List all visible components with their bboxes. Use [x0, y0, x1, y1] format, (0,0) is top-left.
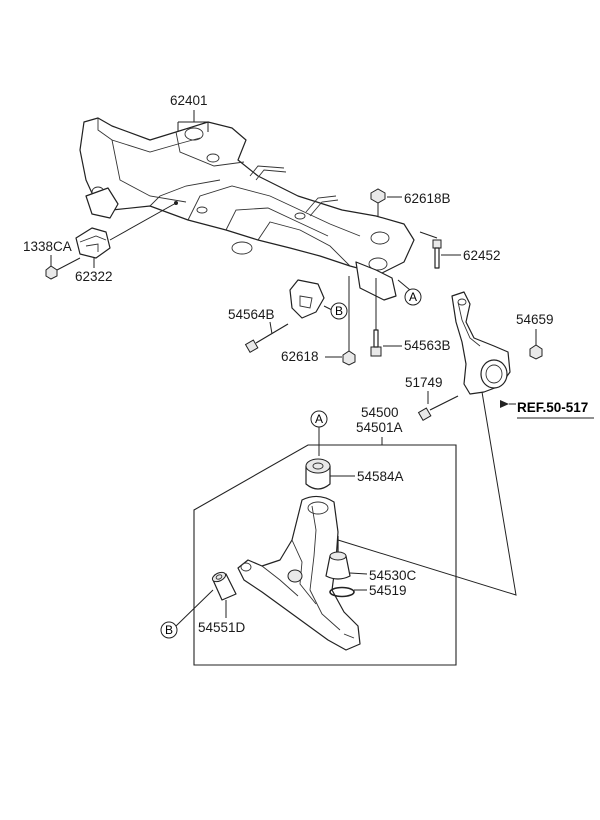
label-54551d: 54551D: [198, 620, 246, 635]
callout-a-bottom: A: [310, 410, 328, 456]
label-62618b: 62618B: [404, 191, 451, 206]
ring-54519[interactable]: [329, 586, 355, 598]
svg-text:A: A: [409, 290, 417, 304]
label-54563b: 54563B: [404, 338, 451, 353]
bolt-62618b[interactable]: [370, 188, 386, 216]
label-62322: 62322: [75, 269, 113, 284]
nut-62618[interactable]: [342, 276, 356, 366]
svg-text:A: A: [315, 412, 323, 426]
label-62452: 62452: [463, 248, 501, 263]
bolt-62452[interactable]: [432, 239, 442, 269]
reference-50-517[interactable]: REF.50-517: [500, 400, 594, 419]
label-62618: 62618: [281, 349, 319, 364]
label-54530c: 54530C: [369, 568, 417, 583]
crossmember-assembly[interactable]: [79, 117, 415, 319]
label-54500: 54500: [361, 405, 399, 420]
label-54584a: 54584A: [357, 469, 404, 484]
ball-joint-54530c[interactable]: [325, 536, 351, 580]
svg-text:B: B: [335, 304, 343, 318]
callout-b-top: B: [323, 302, 348, 320]
label-54659: 54659: [516, 312, 554, 327]
svg-text:B: B: [165, 623, 173, 637]
label-62401: 62401: [170, 93, 208, 108]
bushing-54584a[interactable]: [305, 458, 331, 490]
mount-bracket-62322[interactable]: [75, 227, 111, 259]
label-54501a: 54501A: [356, 420, 403, 435]
nut-54659[interactable]: [529, 344, 543, 360]
callout-a-top: A: [397, 279, 422, 306]
bushing-54551d[interactable]: [211, 570, 237, 601]
bolt-54563b[interactable]: [370, 278, 382, 357]
callout-b-bottom: B: [160, 589, 214, 639]
bolt-51749[interactable]: [417, 395, 459, 422]
label-54564b: 54564B: [228, 307, 275, 322]
label-51749: 51749: [405, 375, 443, 390]
label-54519: 54519: [369, 583, 407, 598]
lower-control-arm[interactable]: [237, 495, 361, 651]
steering-knuckle[interactable]: [451, 291, 511, 395]
svg-text:REF.50-517: REF.50-517: [517, 400, 588, 415]
label-1338ca: 1338CA: [23, 239, 72, 254]
nut-1338ca[interactable]: [45, 265, 58, 280]
